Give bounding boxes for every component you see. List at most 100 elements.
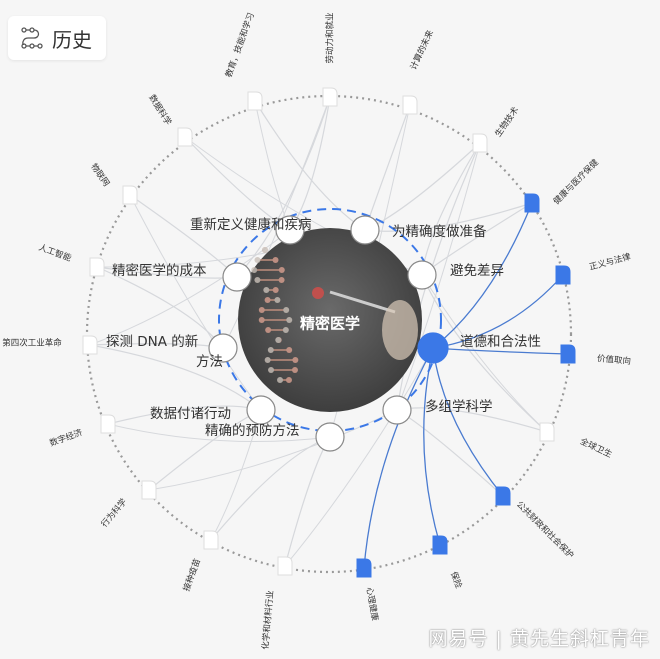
inner-node[interactable]: 为精确度做准备 — [350, 215, 487, 245]
document-icon — [277, 556, 293, 576]
outer-node-label: 全球卫生 — [578, 436, 614, 461]
outer-node-label: 行为科学 — [99, 496, 130, 529]
highlight-edge — [363, 347, 434, 569]
outer-node-label: 教育，技能和学习 — [223, 11, 257, 79]
outer-node-label: 第四次工业革命 — [2, 338, 62, 349]
highlight-edge — [432, 202, 533, 349]
inner-node[interactable]: 道德和合法性 — [417, 332, 541, 364]
document-icon — [432, 535, 448, 555]
document-icon — [524, 193, 540, 213]
document-icon — [560, 344, 576, 364]
inner-node[interactable]: 多组学科学 — [382, 395, 493, 425]
inner-node[interactable]: 避免差异 — [407, 260, 504, 290]
edge — [421, 274, 548, 433]
document-icon — [322, 87, 338, 107]
outer-node[interactable]: 健康与医疗保健 — [524, 157, 601, 213]
outer-node[interactable]: 保险 — [432, 535, 464, 590]
outer-node[interactable]: 人工智能 — [37, 242, 105, 277]
outer-node-label: 化学和材料行业 — [260, 590, 276, 650]
inner-node-label: 重新定义健康和疾病 — [190, 216, 312, 233]
outer-node[interactable]: 生物技术 — [472, 105, 522, 153]
document-icon — [141, 480, 157, 500]
outer-node[interactable]: 正义与法律 — [555, 251, 632, 285]
inner-node-label: 精密医学的成本 — [112, 262, 207, 279]
outer-node-label: 计算的未来 — [408, 28, 436, 72]
document-icon — [402, 95, 418, 115]
inner-node-label: 避免差异 — [450, 263, 504, 279]
edge — [210, 409, 262, 541]
outer-node[interactable]: 数据科学 — [146, 93, 193, 147]
edge — [396, 142, 481, 411]
dna-sample — [312, 287, 324, 299]
document-icon — [89, 257, 105, 277]
inner-ring — [218, 208, 442, 432]
edge — [148, 409, 262, 491]
outer-node-label: 物联网 — [88, 161, 112, 188]
outer-node[interactable]: 接种疫苗 — [181, 530, 219, 593]
inner-node-circle — [382, 395, 412, 425]
inner-node-label: 为精确度做准备 — [392, 223, 487, 240]
center-title: 精密医学 — [300, 315, 360, 333]
edge — [210, 436, 331, 541]
edge — [396, 409, 504, 497]
inner-node-circle — [407, 260, 437, 290]
dna-illustration — [251, 247, 299, 383]
outer-node[interactable]: 价值取向 — [560, 344, 631, 367]
outer-node[interactable]: 数字经济 — [48, 414, 116, 449]
outer-node-label: 健康与医疗保健 — [551, 157, 601, 207]
center-image — [238, 228, 422, 412]
document-icon — [100, 414, 116, 434]
inner-node-label: 多组学科学 — [425, 398, 493, 415]
outer-node[interactable]: 心理健康 — [356, 558, 381, 622]
outer-node[interactable]: 化学和材料行业 — [260, 556, 293, 650]
inner-node-circle — [350, 215, 380, 245]
inner-node[interactable]: 精密医学的成本 — [112, 262, 252, 292]
inner-node[interactable]: 数据付诸行动 — [150, 395, 276, 425]
highlight-edge — [423, 347, 441, 546]
outer-node[interactable]: 劳动力和就业 — [322, 12, 338, 107]
outer-node[interactable]: 全球卫生 — [539, 422, 614, 461]
inner-node[interactable]: 重新定义健康和疾病 — [190, 215, 312, 245]
document-icon — [555, 265, 571, 285]
inner-node-label: 探测 DNA 的新 — [106, 334, 198, 350]
edge — [284, 347, 434, 567]
document-icon — [539, 422, 555, 442]
header-title: 历史 — [52, 27, 92, 52]
document-icon — [247, 91, 263, 111]
glove-hand — [382, 300, 418, 360]
tweezers — [329, 290, 396, 314]
outer-node[interactable]: 物联网 — [88, 161, 138, 205]
inner-node-circle — [222, 262, 252, 292]
edge — [254, 100, 291, 231]
outer-node-label: 心理健康 — [364, 586, 381, 622]
inner-node-circle — [246, 395, 276, 425]
inner-node-circle — [275, 215, 305, 245]
document-icon — [82, 335, 98, 355]
document-icon — [177, 127, 193, 147]
document-icon — [356, 558, 372, 578]
document-icon — [203, 530, 219, 550]
outer-node-label: 公共财政和社会保护 — [514, 499, 576, 561]
document-icon — [472, 133, 488, 153]
inner-node[interactable]: 精确的预防方法 — [205, 422, 345, 452]
outer-node[interactable]: 第四次工业革命 — [2, 335, 98, 355]
edge — [236, 96, 331, 278]
edge — [148, 409, 398, 491]
outer-node[interactable]: 行为科学 — [99, 480, 157, 530]
outer-node-label: 生物技术 — [493, 105, 522, 140]
outer-node[interactable]: 公共财政和社会保护 — [495, 486, 576, 561]
edge — [284, 436, 331, 567]
edge — [364, 142, 481, 231]
document-icon — [495, 486, 511, 506]
edge — [364, 202, 533, 232]
outer-node-label: 正义与法律 — [588, 251, 632, 273]
edge — [254, 100, 366, 231]
inner-node-label-line2: 方法 — [196, 354, 223, 370]
outer-node-label: 数据科学 — [146, 93, 174, 128]
outer-node[interactable]: 计算的未来 — [402, 28, 436, 115]
history-button[interactable]: 历史 — [8, 16, 106, 60]
outer-node-label: 接种疫苗 — [181, 557, 203, 593]
outer-node[interactable]: 教育，技能和学习 — [223, 11, 263, 111]
